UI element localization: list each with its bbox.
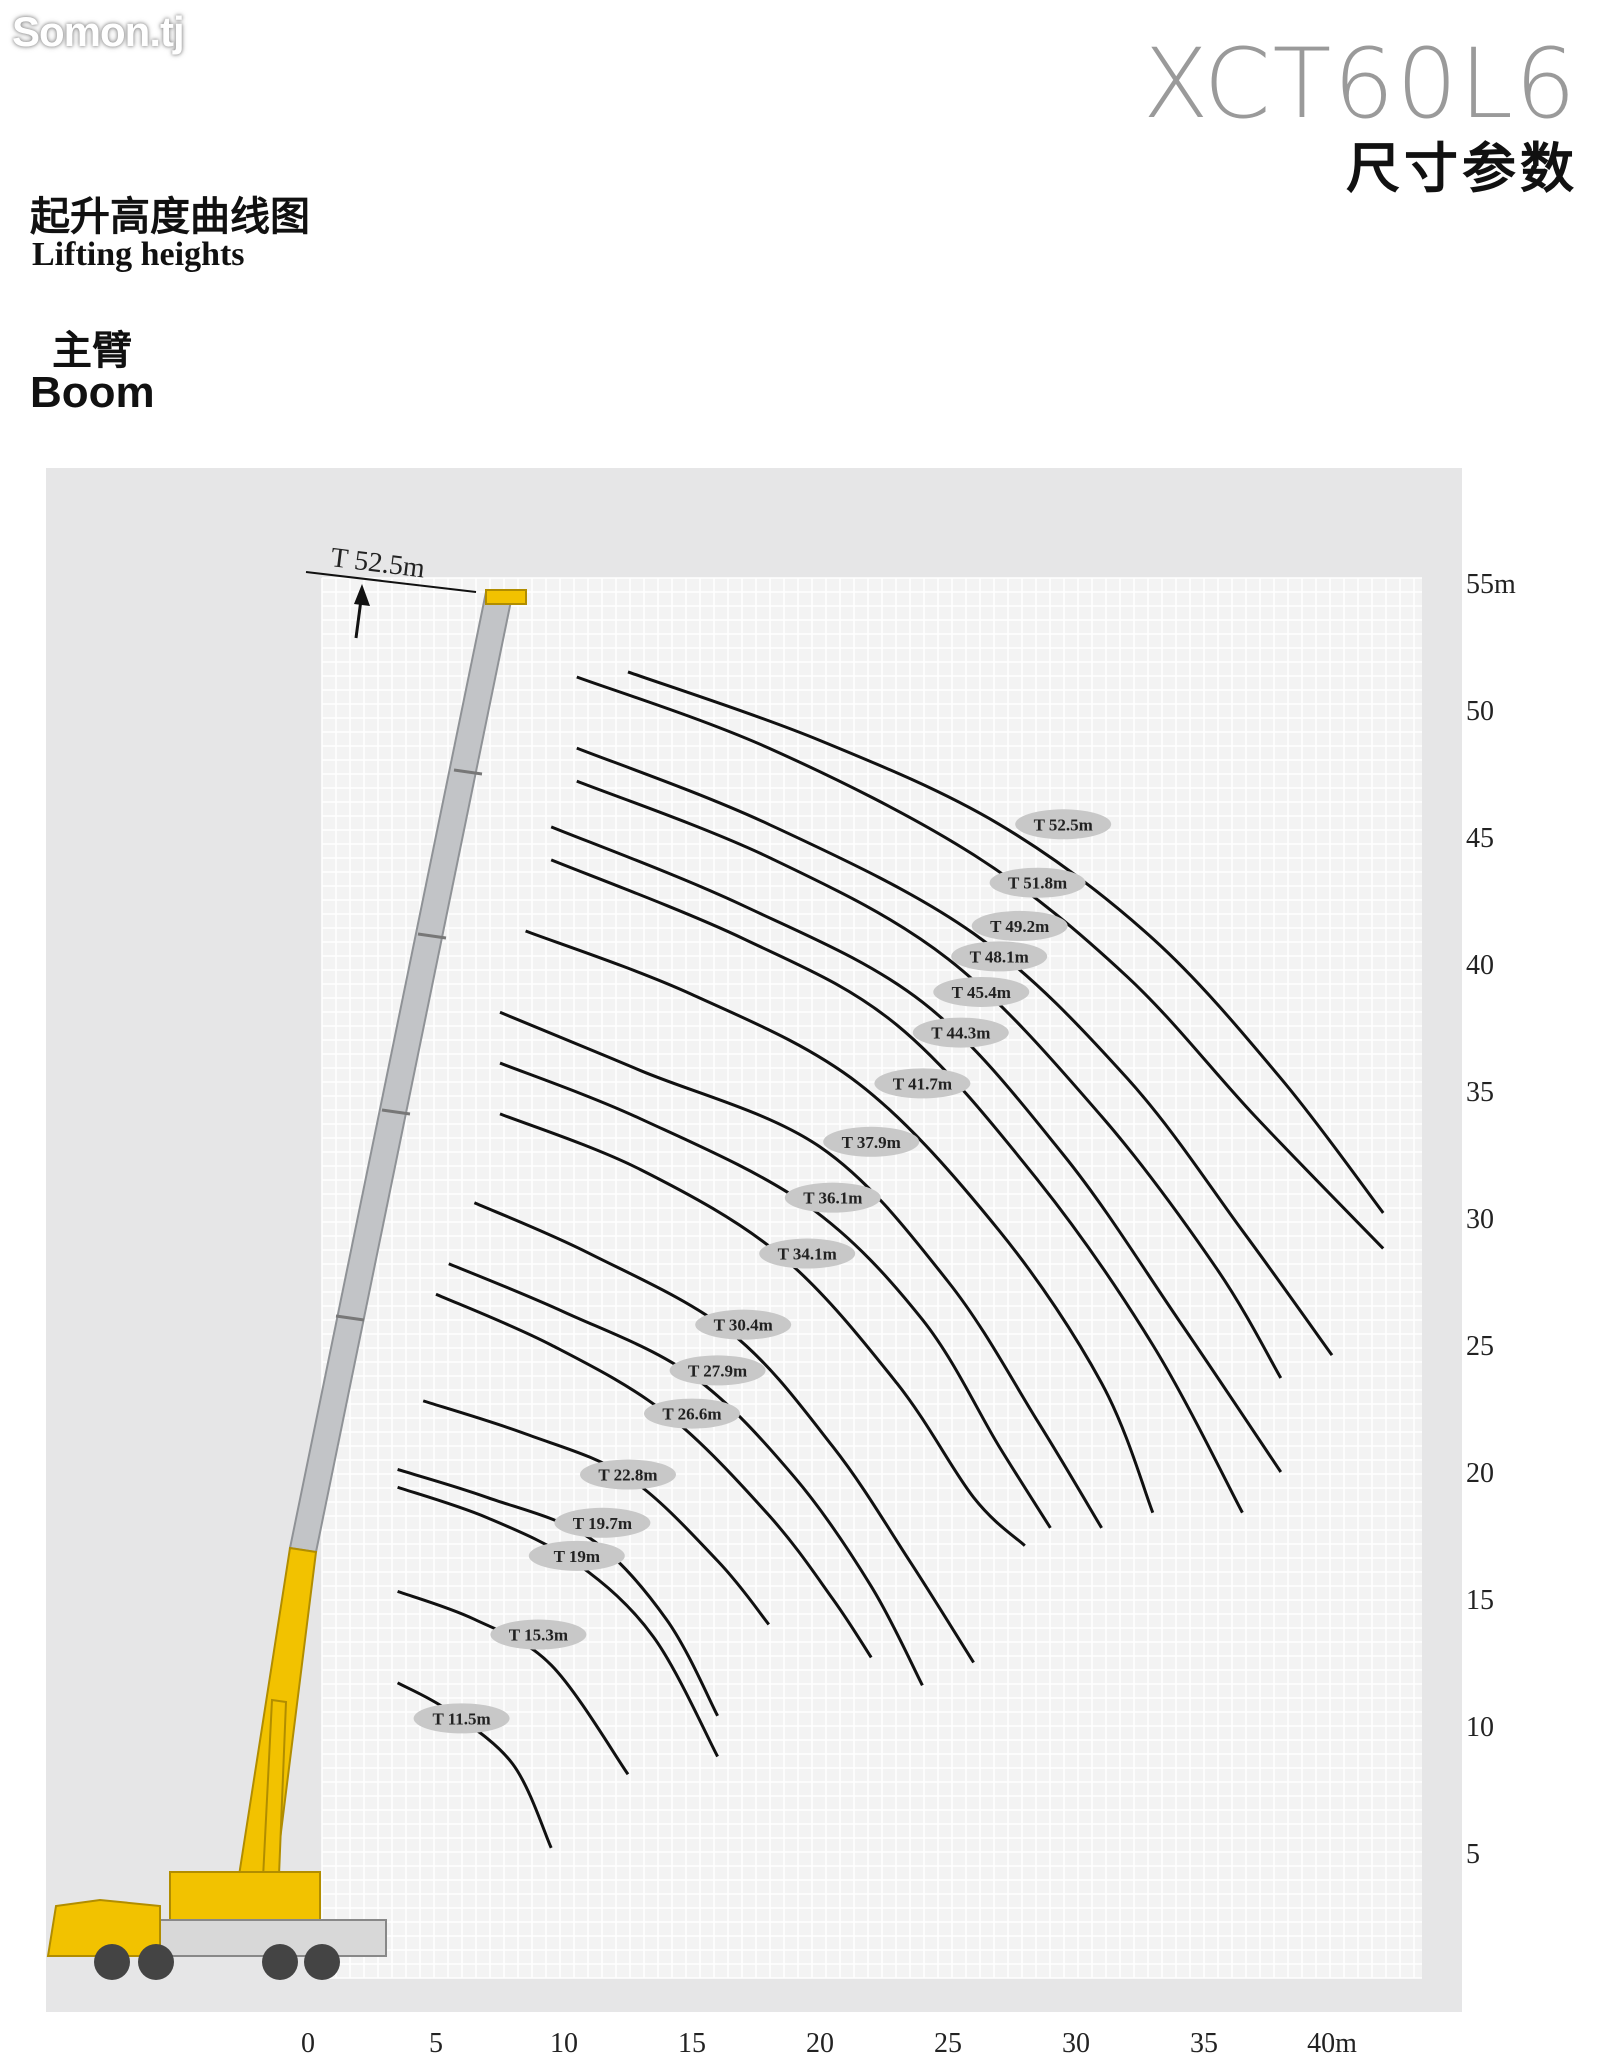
- y-tick-label: 5: [1466, 1839, 1480, 1870]
- y-tick-label: 25: [1466, 1331, 1494, 1362]
- y-tick-label: 15: [1466, 1585, 1494, 1616]
- boom-section-mark: [453, 768, 483, 776]
- height-curve: [627, 670, 1385, 1214]
- chart-title-en: Lifting heights: [32, 236, 245, 273]
- grid-lines: [321, 577, 1422, 1979]
- curve-label: T 19.7m: [573, 1514, 632, 1533]
- y-tick-label: 35: [1466, 1077, 1494, 1108]
- curve-label: T 22.8m: [598, 1466, 657, 1485]
- height-curve: [473, 1201, 975, 1664]
- boom-section-mark: [335, 1314, 365, 1322]
- curve-label: T 34.1m: [778, 1245, 837, 1264]
- wheel: [304, 1944, 340, 1980]
- y-tick-label: 30: [1466, 1204, 1494, 1235]
- wheel: [262, 1944, 298, 1980]
- y-tick-label: 40: [1466, 950, 1494, 981]
- curve-label: T 26.6m: [662, 1405, 721, 1424]
- curve-label-bubble: [554, 1507, 651, 1538]
- height-curve: [550, 825, 1283, 1473]
- y-tick-label: 20: [1466, 1458, 1494, 1489]
- model-name: XCT60L6: [1142, 28, 1578, 140]
- curve-label-bubble: [784, 1182, 881, 1213]
- height-curve: [448, 1262, 924, 1687]
- curve-label-bubble: [874, 1068, 971, 1099]
- curve-label-bubble: [951, 941, 1048, 972]
- curve-label: T 27.9m: [688, 1361, 747, 1380]
- boom-section-mark: [381, 1108, 411, 1116]
- curve-label-bubble: [490, 1619, 587, 1650]
- height-curve: [576, 746, 1334, 1357]
- curve-label: T 44.3m: [931, 1024, 990, 1043]
- curve-label: T 30.4m: [714, 1316, 773, 1335]
- height-curve: [550, 858, 1244, 1514]
- boom-top-arrow-head: [354, 584, 370, 606]
- spec-title-cn: 尺寸参数: [1346, 137, 1578, 200]
- x-tick-label: 30: [1062, 2028, 1090, 2059]
- curve-label: T 48.1m: [970, 947, 1029, 966]
- curve-label-bubble: [933, 976, 1030, 1007]
- curve-label-bubble: [989, 867, 1086, 898]
- x-tick-label: 15: [678, 2028, 706, 2059]
- watermark: Somon.tj: [12, 8, 185, 55]
- x-tick-label: 25: [934, 2028, 962, 2059]
- curve-label-bubble: [823, 1126, 920, 1157]
- boom-label-en: Boom: [30, 368, 155, 417]
- curve-label: T 51.8m: [1008, 874, 1067, 893]
- x-axis-labels: 0 5 10 15 20 25 30 35 40m: [301, 2028, 1357, 2059]
- y-axis-labels: 5 10 15 20 25 30 35 40 45 50 55m: [1466, 569, 1516, 1870]
- curve-label: T 49.2m: [990, 917, 1049, 936]
- curve-label-bubble: [912, 1017, 1009, 1048]
- height-curve: [499, 1061, 1052, 1529]
- boom-section-mark: [417, 932, 447, 940]
- curve-label-bubble: [644, 1398, 740, 1429]
- height-curve: [435, 1292, 873, 1659]
- wheel: [94, 1944, 130, 1980]
- x-tick-label: 10: [550, 2028, 578, 2059]
- height-curves: T 52.5m T 51.8m T 49.2m T 48.1m T 45.4m T 44.…: [396, 670, 1385, 1849]
- superstructure: [169, 1871, 321, 1925]
- boom-head: [485, 589, 527, 605]
- height-curve: [499, 1112, 1026, 1547]
- curve-label-bubble: [1015, 809, 1112, 840]
- curve-label: T 15.3m: [509, 1626, 568, 1645]
- curve-label-bubble: [971, 910, 1068, 941]
- x-tick-label: 35: [1190, 2028, 1218, 2059]
- curve-label: T 37.9m: [842, 1133, 901, 1152]
- x-tick-label: 20: [806, 2028, 834, 2059]
- curve-label: T 36.1m: [803, 1189, 862, 1208]
- height-curve: [525, 929, 1155, 1514]
- curve-label: T 11.5m: [432, 1709, 490, 1728]
- y-tick-label: 55m: [1466, 569, 1516, 600]
- height-curve: [396, 1681, 553, 1849]
- y-tick-label: 50: [1466, 696, 1494, 727]
- y-tick-label: 45: [1466, 823, 1494, 854]
- curve-label-bubble: [669, 1355, 766, 1386]
- curve-label: T 52.5m: [1034, 815, 1093, 834]
- x-tick-label: 0: [301, 2028, 315, 2059]
- curve-label: T 41.7m: [893, 1074, 952, 1093]
- wheel: [138, 1944, 174, 1980]
- curve-label-bubble: [528, 1540, 625, 1571]
- crane-illustration: [46, 589, 527, 1980]
- curve-label-bubble: [695, 1309, 792, 1340]
- curve-label: T 19m: [554, 1547, 600, 1566]
- height-curve: [397, 1468, 719, 1717]
- x-tick-label: 5: [429, 2028, 443, 2059]
- curve-label-bubble: [759, 1238, 856, 1269]
- curve-label-bubble: [413, 1703, 510, 1734]
- curve-label-bubble: [580, 1459, 676, 1490]
- boom-label-cn: 主臂: [52, 328, 132, 374]
- chart-title-cn: 起升高度曲线图: [30, 194, 310, 240]
- x-tick-label: 40m: [1307, 2028, 1357, 2059]
- y-tick-label: 10: [1466, 1712, 1494, 1743]
- boom-top-line: [305, 571, 477, 593]
- height-curve: [576, 675, 1385, 1250]
- height-curve: [576, 779, 1283, 1379]
- curve-label: T 45.4m: [952, 983, 1011, 1002]
